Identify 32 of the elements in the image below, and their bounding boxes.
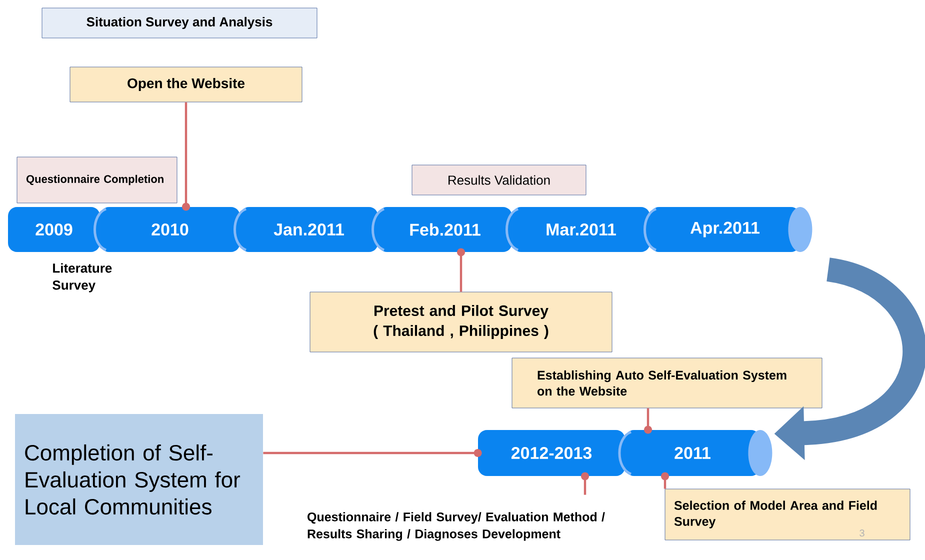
- leader-line: [263, 449, 482, 457]
- leader-line: [182, 102, 190, 211]
- info-box: Establishing Auto Self-Evaluation System on the Website: [512, 358, 822, 408]
- milestone-box: Open the Website: [70, 66, 302, 102]
- leader-line: [661, 472, 669, 489]
- timeline-segment: Apr.2011: [650, 207, 800, 252]
- timeline-segment: 2012-2013: [478, 430, 625, 476]
- milestone-box: Pretest and Pilot Survey ( Thailand , Philippines ): [310, 292, 612, 352]
- node-label: Apr.2011: [690, 222, 760, 238]
- info-box: Situation Survey and Analysis: [42, 8, 318, 38]
- node-label: Feb.2011: [410, 223, 480, 236]
- node-label: Mar.2011: [546, 223, 616, 236]
- leader-line: [457, 248, 465, 292]
- leader-line: [581, 472, 589, 495]
- timeline-segment: 2010: [100, 207, 240, 252]
- timeline-segment: 2011: [625, 430, 760, 476]
- page-number: 3: [860, 529, 864, 537]
- leader-line: [644, 408, 652, 434]
- info-box: Results Validation: [412, 164, 586, 196]
- timeline-segment: Jan.2011: [240, 207, 378, 252]
- node-label: 2012-2013: [511, 446, 592, 460]
- goal-box: Completion of Self-Evaluation System for Local Communities: [15, 414, 263, 545]
- timeline-segment: 2009: [8, 207, 100, 252]
- timeline-segment: Feb.2011: [378, 207, 512, 252]
- node-label: 2011: [674, 446, 710, 460]
- node-label: Jan.2011: [274, 223, 344, 236]
- description-text: Questionnaire / Field Survey/ Evaluation Method / Results Sharing / Diagnoses Development: [308, 512, 605, 541]
- node-label: 2009: [36, 223, 72, 236]
- caption-text: Literature Survey: [52, 263, 112, 292]
- node-label: 2010: [152, 223, 188, 236]
- info-box: Questionnaire Completion: [16, 156, 178, 204]
- timeline-segment: Mar.2011: [512, 207, 650, 252]
